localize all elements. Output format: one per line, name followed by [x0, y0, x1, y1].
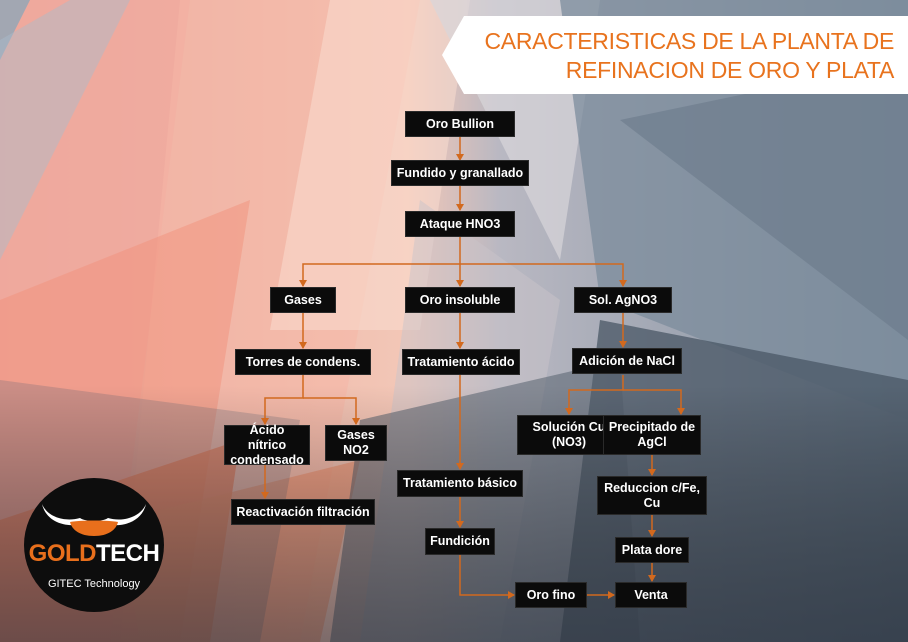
node-venta: Venta	[615, 582, 687, 608]
node-fundido-granallado: Fundido y granallado	[391, 160, 529, 186]
node-gases-no2: Gases NO2	[325, 425, 387, 461]
node-ataque-hno3: Ataque HNO3	[405, 211, 515, 237]
logo-wordmark: GOLDTECH	[24, 540, 164, 568]
node-oro-bullion: Oro Bullion	[405, 111, 515, 137]
title-line-1: CARACTERISTICAS DE LA PLANTA DE	[484, 28, 895, 54]
node-acido-nitrico-condensado: Ácido nítrico condensado	[224, 423, 310, 467]
node-sol-agno3: Sol. AgNO3	[574, 287, 672, 313]
node-oro-insoluble: Oro insoluble	[405, 287, 515, 313]
node-fundicion: Fundición	[425, 528, 495, 555]
logo-subtitle: GITEC Technology	[47, 578, 141, 590]
node-reduccion: Reduccion c/Fe, Cu	[597, 476, 707, 515]
logo-word-gold: GOLD	[28, 540, 97, 567]
node-plata-dore: Plata dore	[615, 537, 689, 563]
title-banner: CARACTERISTICAS DE LA PLANTA DE REFINACI…	[442, 16, 908, 94]
node-tratamiento-basico: Tratamiento básico	[397, 470, 523, 497]
node-oro-fino: Oro fino	[515, 582, 587, 608]
node-precipitado-agcl: Precipitado de AgCl	[603, 415, 701, 455]
goldtech-logo: GOLDTECH GITEC Technology	[24, 478, 164, 612]
node-torres-condens: Torres de condens.	[235, 349, 371, 375]
node-tratamiento-acido: Tratamiento ácido	[402, 349, 520, 375]
title-banner-shape	[442, 16, 908, 94]
node-gases: Gases	[270, 287, 336, 313]
node-adicion-nacl: Adición de NaCl	[572, 348, 682, 374]
bull-horns-icon	[42, 504, 146, 536]
title-line-2: REFINACION DE ORO Y PLATA	[565, 57, 895, 83]
node-reactivacion-filtracion: Reactivación filtración	[231, 499, 375, 525]
logo-word-tech: TECH	[95, 540, 160, 567]
